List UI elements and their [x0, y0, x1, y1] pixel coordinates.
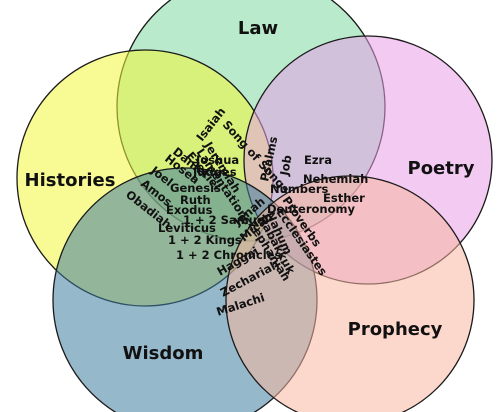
book-ezra: Ezra: [304, 153, 332, 167]
prophecy-label: Prophecy: [348, 319, 443, 340]
book-chronicles: 1 + 2 Chronicles: [176, 248, 282, 262]
poetry-label: Poetry: [408, 158, 475, 179]
book-esther: Esther: [323, 191, 365, 205]
book-genesis: Genesis: [170, 181, 221, 195]
book-numbers: Numbers: [270, 182, 328, 196]
book-judges: Judges: [192, 165, 237, 179]
book-job: Job: [277, 154, 295, 178]
book-joshua: Joshua: [195, 153, 239, 167]
wisdom-label: Wisdom: [123, 343, 204, 364]
law-label: Law: [238, 18, 278, 39]
book-leviticus: Leviticus: [158, 221, 216, 235]
prophecy-circle: [225, 175, 475, 412]
histories-label: Histories: [25, 170, 116, 191]
book-nehemiah: Nehemiah: [303, 172, 368, 186]
book-exodus: Exodus: [166, 203, 213, 217]
book-deuteronomy: Deuteronomy: [267, 202, 355, 216]
book-ruth: Ruth: [180, 193, 211, 207]
book-kings: 1 + 2 Kings: [168, 233, 242, 247]
book-samuel: 1 + 2 Samuel: [183, 213, 269, 227]
